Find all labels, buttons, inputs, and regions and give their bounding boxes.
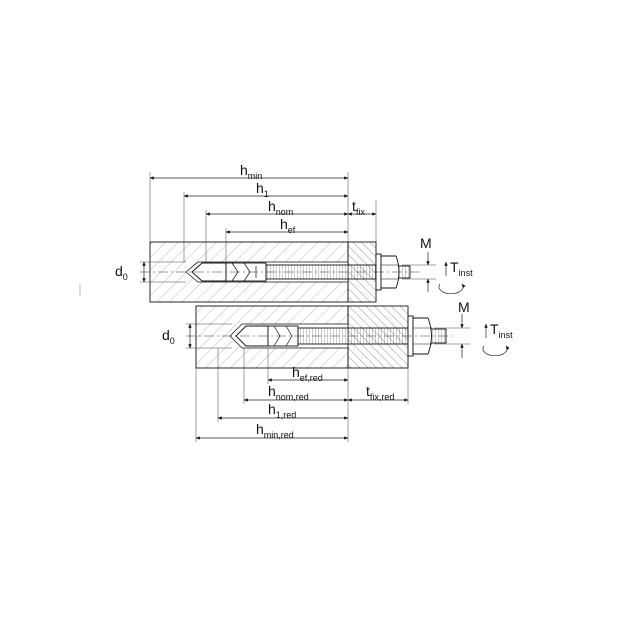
- top-hex-nut: [380, 255, 400, 289]
- t-inst-top-rotation-icon: [438, 283, 466, 295]
- t-inst-bottom-rotation-icon: [482, 345, 510, 357]
- m-top-label: M: [420, 235, 432, 251]
- bottom-dimensions: hef,red hnom,red tfix,red h1,red hmin,re…: [162, 299, 513, 442]
- h-nom-red-label: hnom,red: [268, 383, 309, 402]
- m-bottom-label: M: [458, 299, 470, 315]
- t-fix-red-label: tfix,red: [366, 383, 394, 402]
- h-1-label: h1: [256, 180, 269, 199]
- h-nom-label: hnom: [268, 198, 293, 217]
- h-min-label: hmin: [240, 162, 262, 181]
- d0-top-label: d0: [115, 263, 128, 282]
- h-ef-red-label: hef,red: [292, 364, 323, 383]
- bottom-assembly: [186, 305, 452, 369]
- h-ef-label: hef: [280, 216, 296, 235]
- top-assembly: [140, 241, 420, 303]
- h-1-red-label: h1,red: [268, 401, 296, 420]
- h-min-red-label: hmin,red: [256, 421, 294, 440]
- top-dimensions: hmin h1 hnom tfix hef d0 M Tinst: [115, 162, 473, 295]
- t-fix-label: tfix: [352, 198, 365, 217]
- d0-bottom-label: d0: [162, 327, 175, 346]
- t-inst-bottom-label: Tinst: [490, 321, 513, 340]
- t-inst-top-label: Tinst: [450, 259, 473, 278]
